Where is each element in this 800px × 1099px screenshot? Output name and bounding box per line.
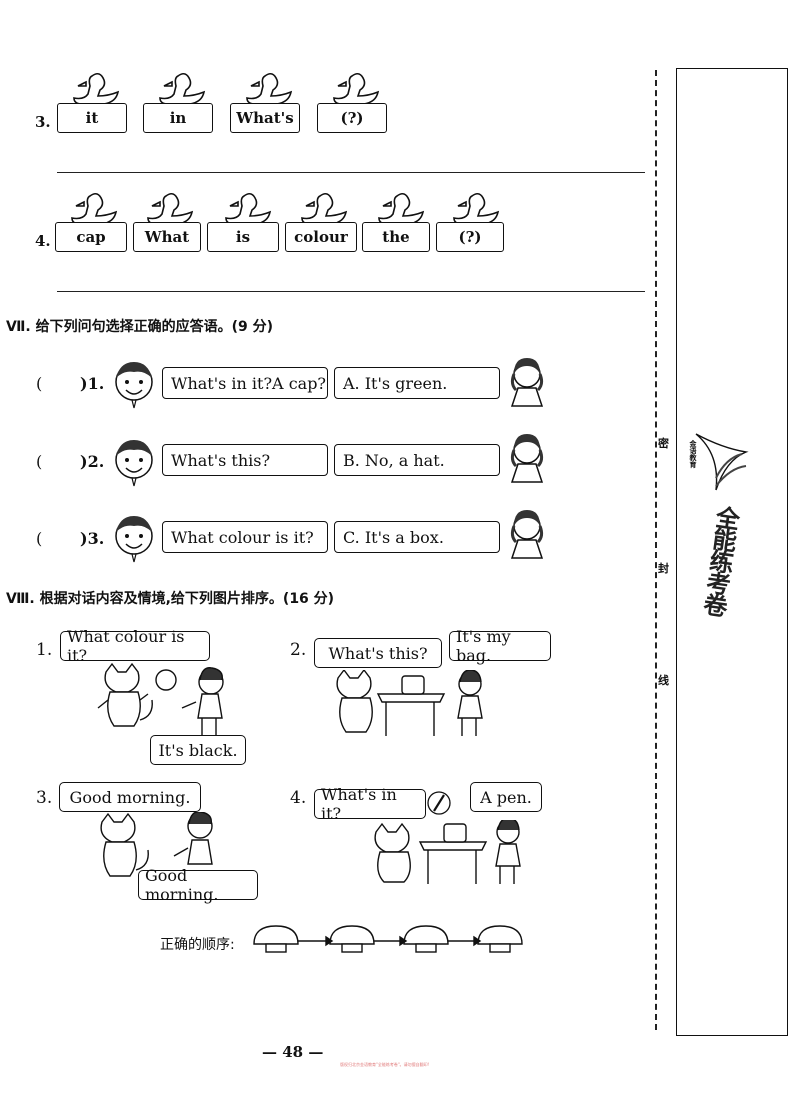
duck-icon (225, 192, 272, 225)
question-bubble: What colour is it? (162, 521, 328, 553)
duck-icon (71, 192, 118, 225)
picture-number: 1. (36, 640, 53, 660)
answer-paren-open: ( (36, 529, 43, 548)
word-card: colour (285, 222, 357, 252)
item-number[interactable]: )3. (80, 529, 105, 548)
picture-number: 2. (290, 640, 307, 660)
duck-icon (301, 192, 348, 225)
answer-slot (253, 925, 299, 945)
picture-number: 3. (36, 788, 53, 808)
girl-icon (510, 434, 544, 483)
answer-paren-open: ( (36, 452, 43, 471)
pen-thought-icon (427, 791, 451, 815)
speech-bubble: It's black. (150, 735, 246, 765)
answer-line (57, 172, 645, 173)
girl-icon (510, 358, 544, 407)
seal-char: 封 (658, 562, 669, 575)
speech-bubble: What colour is it? (60, 627, 210, 665)
word-card: (?) (436, 222, 504, 252)
boy-face-icon (115, 440, 153, 487)
item-number[interactable]: )1. (80, 374, 105, 393)
brand-logo-icon (695, 433, 749, 491)
section-7-title: Ⅶ. 给下列问句选择正确的应答语。(9 分) (6, 319, 274, 335)
answer-slot (403, 925, 449, 945)
duck-icon (246, 72, 293, 105)
speech-bubble: Good morning. (138, 866, 258, 904)
cat-and-boy-illustration (100, 812, 213, 877)
order-sequence (253, 925, 523, 953)
cat-table-boy-illustration (336, 670, 483, 736)
duck-icon (147, 192, 194, 225)
answer-slot-base (489, 943, 511, 953)
boy-face-icon (115, 362, 153, 409)
word-card: in (143, 103, 213, 133)
seal-line (655, 70, 657, 1030)
speech-bubble: What's in it? (314, 785, 426, 823)
answer-line (57, 291, 645, 292)
section-8-title: Ⅷ. 根据对话内容及情境,给下列图片排序。(16 分) (6, 591, 335, 607)
word-card: What's (230, 103, 300, 133)
speech-bubble: Good morning. (59, 782, 201, 812)
order-label: 正确的顺序: (160, 937, 235, 953)
question-bubble: What's this? (162, 444, 328, 476)
logo-text: 金语教育 (689, 440, 697, 468)
answer-slot-base (265, 943, 287, 953)
answer-slot-base (415, 943, 437, 953)
question-bubble: What's in it?A cap? (162, 367, 328, 399)
sidebar-frame (676, 68, 788, 1036)
word-card: (?) (317, 103, 387, 133)
answer-bubble: A. It's green. (334, 367, 500, 399)
duck-icon (73, 72, 120, 105)
answer-slot (329, 925, 375, 945)
speech-bubble: A pen. (470, 782, 542, 812)
girl-icon (510, 510, 544, 559)
answer-bubble: B. No, a hat. (334, 444, 500, 476)
duck-icon (453, 192, 500, 225)
boy-face-icon (115, 516, 153, 563)
word-card: it (57, 103, 127, 133)
question-number: 3. (35, 113, 51, 131)
answer-paren-open: ( (36, 374, 43, 393)
seal-char: 密 (658, 437, 669, 450)
duck-icon (378, 192, 425, 225)
question-number: 4. (35, 232, 51, 250)
answer-bubble: C. It's a box. (334, 521, 500, 553)
duck-icon (159, 72, 206, 105)
word-card: is (207, 222, 279, 252)
word-card: the (362, 222, 430, 252)
seal-char: 线 (658, 674, 669, 687)
footer-note: 版权归北京金语教育"全能练考卷"。请勿擅自翻印! (340, 1062, 430, 1067)
word-card: What (133, 222, 201, 252)
picture-number: 4. (290, 788, 307, 808)
speech-bubble: It's my bag. (449, 627, 551, 665)
cat-table-boy-illustration (374, 820, 521, 884)
item-number[interactable]: )2. (80, 452, 105, 471)
cat-and-boy-illustration (97, 662, 224, 736)
answer-slot-base (341, 943, 363, 953)
speech-bubble: What's this? (314, 638, 442, 668)
word-card: cap (55, 222, 127, 252)
duck-icon (333, 72, 380, 105)
page-number: — 48 — (262, 1043, 324, 1061)
answer-slot (477, 925, 523, 945)
